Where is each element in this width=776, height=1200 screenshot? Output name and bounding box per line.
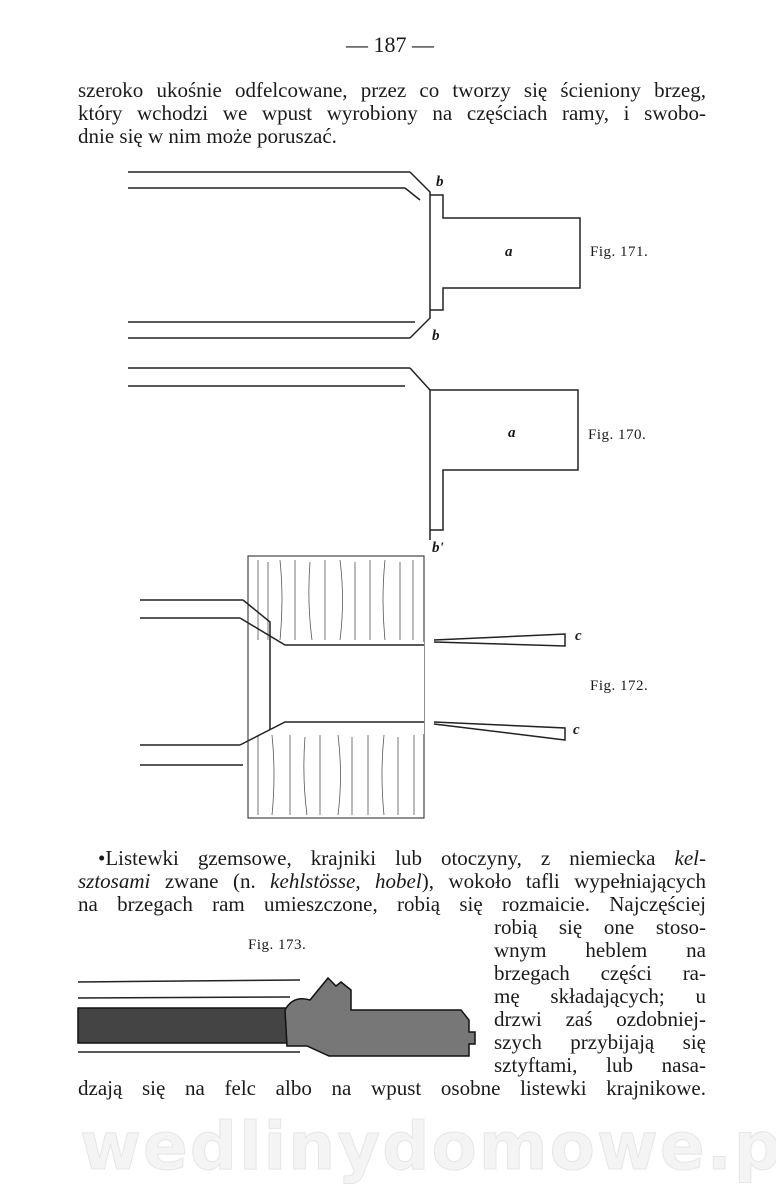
text-span: ), wokoło tafli wypełniających <box>421 869 706 893</box>
text-line: sztyftami, lub nasa- <box>494 1053 706 1077</box>
text-line: dzają się na felc albo na wpust osobne l… <box>78 1076 706 1100</box>
figure-caption: Fig. 173. <box>248 937 307 953</box>
figure-label: a <box>508 425 516 441</box>
text-line: •Listewki gzemsowe, krajniki lub otoczyn… <box>98 846 706 870</box>
figure-label: c <box>573 722 580 738</box>
text-line: szeroko ukośnie odfelcowane, przez co tw… <box>78 78 706 102</box>
watermark: wedlinydomowe.pl <box>80 1108 776 1186</box>
text-line: drzwi zaś ozdobniej- <box>494 1007 706 1031</box>
italic-term: kehlstösse, hobel <box>270 869 422 893</box>
figure-171-drawing <box>128 171 581 339</box>
text-span: zwane (n. <box>150 869 271 893</box>
text-line: wnym heblem na <box>494 938 706 962</box>
figure-caption: Fig. 170. <box>588 427 647 443</box>
text-line: robią się one stoso- <box>494 915 706 939</box>
text-line: szych przybijają się <box>494 1030 706 1054</box>
text-line: na brzegach ram umieszczone, robią się r… <box>78 892 706 916</box>
figure-label: a <box>505 244 513 260</box>
figure-caption: Fig. 172. <box>590 678 649 694</box>
figure-caption: Fig. 171. <box>590 244 649 260</box>
italic-term: kel- <box>674 846 706 870</box>
text-span: •Listewki gzemsowe, krajniki lub otoczyn… <box>98 846 675 870</box>
figure-label: c <box>575 628 582 644</box>
figure-label: b <box>436 174 444 190</box>
italic-term: sztosami <box>78 869 151 893</box>
text-line: który wchodzi we wpust wyrobiony na częś… <box>78 101 706 125</box>
text-line: brzegach części ra- <box>494 961 706 985</box>
text-line: sztosami zwane (n. kehlstösse, hobel), w… <box>78 869 706 893</box>
text-line: dnie się w nim może poruszać. <box>78 124 337 148</box>
figure-label: b <box>432 328 440 344</box>
figure-170-drawing <box>128 367 579 540</box>
text-line: mę składających; u <box>494 984 706 1008</box>
figure-173-drawing <box>77 976 476 1057</box>
figure-label: b' <box>432 540 444 556</box>
page-number: — 187 — <box>346 32 434 57</box>
figure-172-drawing <box>140 555 566 819</box>
